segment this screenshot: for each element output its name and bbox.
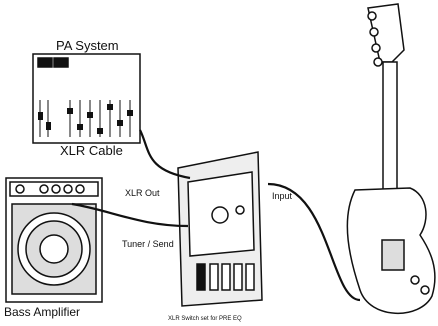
tuner-send-label: Tuner / Send: [122, 239, 174, 249]
bass-amplifier-icon: [5, 177, 103, 303]
di-preamp-icon: [177, 151, 263, 307]
xlr-out-label: XLR Out: [125, 188, 160, 198]
cables: [71, 129, 361, 302]
pa-system-label: PA System: [56, 38, 119, 53]
xlr-cable-label: XLR Cable: [60, 143, 123, 158]
bass-guitar-icon: [346, 3, 436, 315]
input-label: Input: [272, 191, 293, 201]
bass-amplifier-label: Bass Amplifier: [4, 305, 81, 319]
pa-mixer-icon: [32, 53, 141, 144]
xlr-switch-label: XLR Switch set for PRE EQ: [168, 316, 242, 322]
